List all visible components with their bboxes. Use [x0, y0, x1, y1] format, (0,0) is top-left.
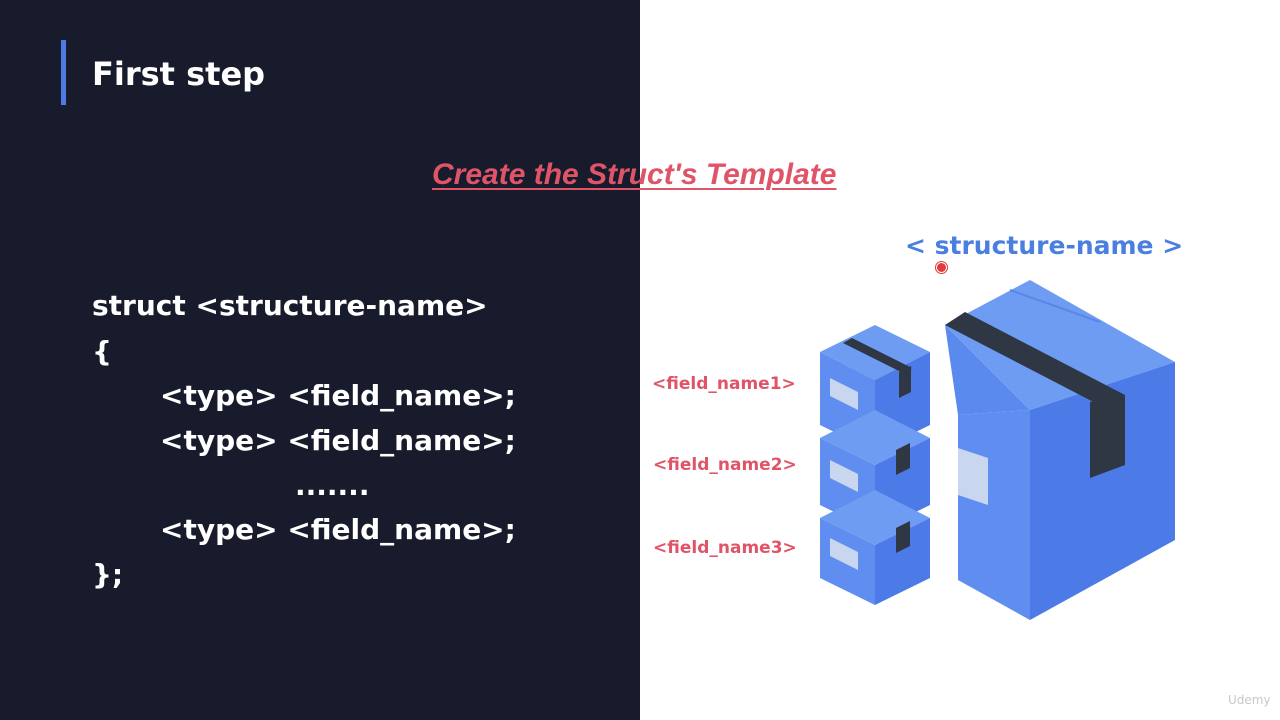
field-name-label-2: <field_name2>: [653, 455, 797, 475]
field-name-label-1: <field_name1>: [652, 374, 796, 394]
structure-box-icon: [945, 280, 1175, 620]
code-line-field-1: <type> <field_name>;: [160, 379, 516, 412]
code-line-field-2: <type> <field_name>;: [160, 424, 516, 457]
code-line-close-brace: };: [92, 558, 124, 591]
udemy-watermark: Udemy: [1228, 693, 1271, 707]
pointer-dot-icon: [936, 262, 947, 273]
boxes-illustration: [820, 280, 1175, 620]
code-line-field-3: <type> <field_name>;: [160, 513, 516, 546]
slide-subtitle: Create the Struct's Template: [432, 158, 837, 191]
code-line-open-brace: {: [92, 335, 112, 368]
code-line-struct: struct <structure-name>: [92, 289, 488, 322]
code-line-ellipsis: .......: [295, 469, 370, 502]
structure-name-label: < structure-name >: [905, 231, 1184, 260]
field-name-label-3: <field_name3>: [653, 538, 797, 558]
slide-title: First step: [92, 55, 266, 93]
title-accent-bar: [61, 40, 66, 105]
field-box-3-icon: [820, 490, 930, 605]
code-panel: [0, 0, 640, 720]
